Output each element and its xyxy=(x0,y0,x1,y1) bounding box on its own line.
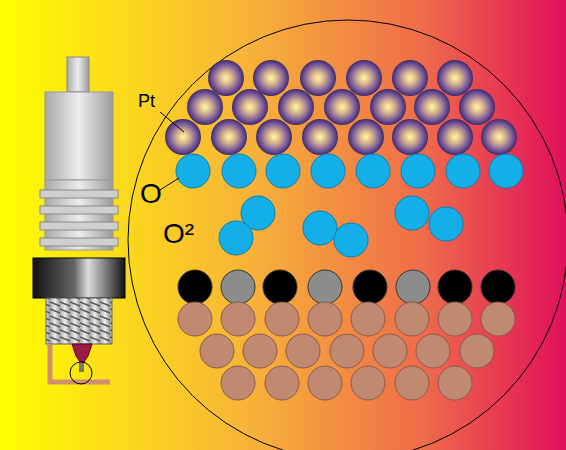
platinum-atom xyxy=(232,89,268,125)
substrate-atom xyxy=(438,302,472,336)
platinum-atom xyxy=(324,89,360,125)
oxygen-atom xyxy=(266,154,300,188)
substrate-atom xyxy=(481,302,515,336)
oxygen-molecule-atom xyxy=(334,223,368,257)
platinum-atom xyxy=(256,119,292,155)
surface-atom xyxy=(263,270,297,304)
substrate-atom xyxy=(265,366,299,400)
platinum-atom xyxy=(348,119,384,155)
element-label: O xyxy=(140,180,162,208)
substrate-atom xyxy=(221,366,255,400)
platinum-atom xyxy=(459,89,495,125)
platinum-atom xyxy=(370,89,406,125)
platinum-atom xyxy=(208,60,244,96)
substrate-atom xyxy=(308,366,342,400)
insulator-ribs xyxy=(40,180,118,250)
oxygen-atom xyxy=(176,154,210,188)
surface-atom xyxy=(353,270,387,304)
substrate-atom xyxy=(351,366,385,400)
platinum-atom xyxy=(392,119,428,155)
oxygen-atom xyxy=(489,154,523,188)
platinum-atom xyxy=(392,60,428,96)
platinum-atom xyxy=(278,89,314,125)
ground-electrode xyxy=(50,344,110,382)
platinum-atom xyxy=(302,119,338,155)
surface-atom xyxy=(221,270,255,304)
platinum-atom xyxy=(437,119,473,155)
electrode-tip xyxy=(79,362,84,372)
surface-atom xyxy=(438,270,472,304)
element-label: O² xyxy=(163,220,194,248)
terminal xyxy=(67,57,89,92)
substrate-atom xyxy=(178,302,212,336)
substrate-atom xyxy=(438,366,472,400)
platinum-atom xyxy=(253,60,289,96)
substrate-atom xyxy=(265,302,299,336)
substrate-atom xyxy=(395,302,429,336)
platinum-atom xyxy=(481,119,517,155)
zoom-marker xyxy=(70,362,92,384)
leader-line xyxy=(160,178,179,190)
oxygen-molecule-atom xyxy=(219,221,253,255)
hex-nut xyxy=(33,258,125,298)
substrate-atom xyxy=(460,334,494,368)
substrate-atom xyxy=(373,334,407,368)
surface-atom xyxy=(308,270,342,304)
oxygen-atom xyxy=(401,154,435,188)
platinum-atom xyxy=(211,119,247,155)
substrate-atom xyxy=(351,302,385,336)
surface-atom xyxy=(396,270,430,304)
oxygen-molecule-atom xyxy=(395,196,429,230)
atoms xyxy=(165,60,523,400)
substrate-atom xyxy=(243,334,277,368)
oxygen-atom xyxy=(446,154,480,188)
substrate-atom xyxy=(221,302,255,336)
oxygen-atom xyxy=(222,154,256,188)
platinum-atom xyxy=(414,89,450,125)
surface-atom xyxy=(178,270,212,304)
platinum-atom xyxy=(187,89,223,125)
insulator xyxy=(45,92,113,180)
leader-line xyxy=(160,112,184,132)
spark-plug xyxy=(33,57,125,384)
platinum-atom xyxy=(165,119,201,155)
substrate-atom xyxy=(286,334,320,368)
substrate-atom xyxy=(200,334,234,368)
oxygen-atom xyxy=(311,154,345,188)
oxygen-molecule-atom xyxy=(429,207,463,241)
platinum-atom xyxy=(437,60,473,96)
oxygen-atom xyxy=(356,154,390,188)
substrate-atom xyxy=(395,366,429,400)
oxygen-molecule-atom xyxy=(303,211,337,245)
surface-atom xyxy=(481,270,515,304)
substrate-atom xyxy=(308,302,342,336)
zoom-circle xyxy=(128,20,566,450)
substrate-atom xyxy=(330,334,364,368)
center-electrode xyxy=(72,344,92,362)
platinum-atom xyxy=(300,60,336,96)
substrate-atom xyxy=(416,334,450,368)
element-label: Pt xyxy=(138,92,155,110)
thread xyxy=(46,298,112,344)
platinum-atom xyxy=(346,60,382,96)
